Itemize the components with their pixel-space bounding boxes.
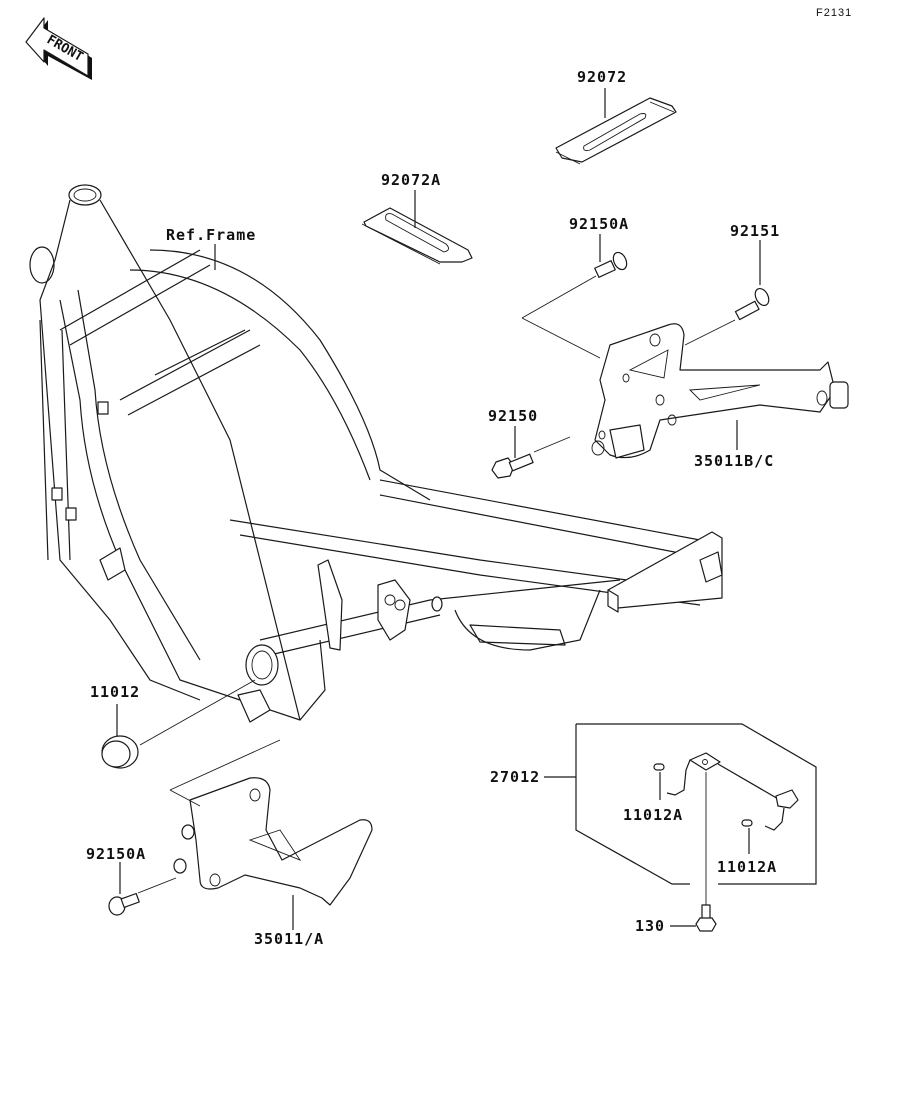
callout-92150A-lower: 92150A (86, 845, 146, 863)
callout-92150A-upper: 92150A (569, 215, 629, 233)
callout-11012A-right: 11012A (717, 858, 777, 876)
callout-27012: 27012 (490, 768, 540, 786)
cap-11012A-right (741, 819, 753, 827)
cap-11012[interactable] (101, 735, 139, 769)
callout-11012A-left: 11012A (623, 806, 683, 824)
strap-92072[interactable] (555, 97, 677, 165)
cap-11012A-left (653, 763, 665, 771)
callout-ref-frame: Ref.Frame (166, 226, 256, 244)
stand-assembly-27012[interactable] (575, 723, 817, 885)
callout-130: 130 (635, 917, 665, 935)
bolt-130[interactable] (695, 904, 717, 932)
callout-35011-A: 35011/A (254, 930, 324, 948)
frame[interactable] (29, 184, 723, 723)
strap-92072A[interactable] (361, 207, 473, 265)
callout-92150: 92150 (488, 407, 538, 425)
bolt-92150[interactable] (491, 453, 534, 479)
callout-92072: 92072 (577, 68, 627, 86)
bracket-35011-A[interactable] (173, 777, 373, 906)
bolt-92150A-lower[interactable] (108, 892, 140, 916)
bracket-35011B-C[interactable] (591, 323, 849, 459)
front-arrow-icon: FRONT (25, 17, 92, 80)
bolt-92151[interactable] (734, 286, 771, 321)
callout-92072A: 92072A (381, 171, 441, 189)
callout-35011B-C: 35011B/C (694, 452, 774, 470)
callout-11012: 11012 (90, 683, 140, 701)
callout-92151: 92151 (730, 222, 780, 240)
bolt-92150A-upper[interactable] (594, 250, 630, 278)
figure-id: F2131 (816, 7, 852, 19)
